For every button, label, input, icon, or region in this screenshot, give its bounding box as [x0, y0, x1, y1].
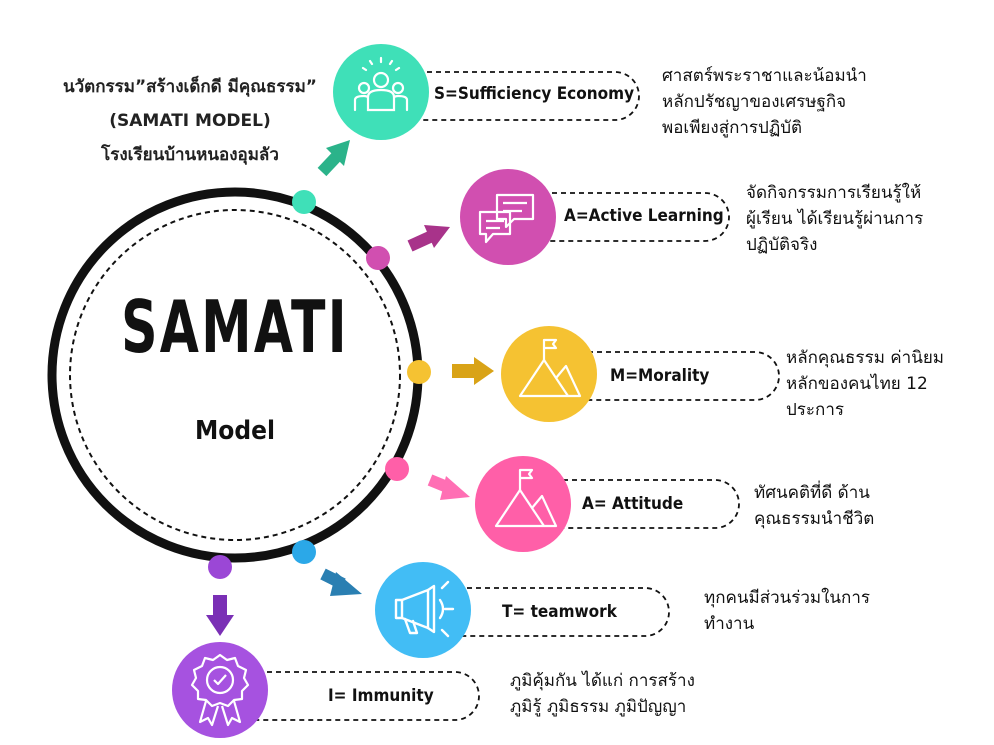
pill-i: [240, 671, 480, 721]
chat-bubbles-icon: [478, 193, 535, 244]
circle-a1: [460, 169, 556, 265]
desc-line: หลักคุณธรรม ค่านิยม: [786, 348, 945, 368]
header-line-2: (SAMATI MODEL): [109, 111, 271, 131]
pill-t: [440, 587, 670, 637]
desc-line: ผู้เรียน ได้เรียนรู้ผ่านการ: [746, 209, 924, 229]
desc-active-learning: จัดกิจกรรมการเรียนรู้ให้ ผู้เรียน ได้เรี…: [746, 180, 923, 258]
desc-immunity: ภูมิคุ้มกัน ได้แก่ การสร้าง ภูมิรู้ ภูมิ…: [510, 668, 695, 720]
award-badge-icon: [190, 653, 250, 727]
label-morality: M=Morality: [610, 366, 710, 386]
circle-i: [172, 642, 268, 738]
arrow-a2: [427, 474, 470, 500]
label-active-learning: A=Active Learning: [564, 206, 724, 226]
inner-dashed-ring: [69, 209, 401, 541]
dot-m: [407, 360, 431, 384]
desc-line: ประการ: [786, 400, 845, 420]
header-line-1: นวัตกรรม”สร้างเด็กดี มีคุณธรรม”: [63, 77, 317, 97]
desc-sufficiency-economy: ศาสตร์พระราชาและน้อมนำ หลักปรัชญาของเศรษ…: [662, 63, 867, 141]
arrow-m: [452, 357, 494, 385]
dot-i: [208, 555, 232, 579]
label-immunity: I= Immunity: [328, 686, 434, 706]
dot-t: [292, 540, 316, 564]
header-line-3: โรงเรียนบ้านหนองอุมลัว: [101, 145, 279, 165]
arrow-t: [320, 568, 362, 596]
outer-ring: [47, 187, 423, 563]
mountain-flag-icon: [494, 468, 558, 528]
desc-line: หลักของคนไทย 12: [786, 374, 928, 394]
megaphone-icon: [394, 580, 455, 638]
center-subtitle: Model: [195, 416, 275, 446]
label-sufficiency-economy: S=Sufficiency Economy: [434, 84, 635, 104]
desc-line: คุณธรรมนำชีวิต: [754, 509, 875, 529]
circle-a2: [475, 456, 571, 552]
arrow-i: [206, 595, 234, 636]
label-attitude: A= Attitude: [582, 494, 684, 514]
pill-s: [400, 71, 640, 121]
header-title-block: นวัตกรรม”สร้างเด็กดี มีคุณธรรม” (SAMATI …: [20, 70, 360, 172]
desc-teamwork: ทุกคนมีส่วนร่วมในการ ทำงาน: [704, 585, 870, 637]
dot-a1: [366, 246, 390, 270]
desc-line: ทุกคนมีส่วนร่วมในการ: [704, 588, 871, 608]
desc-line: ปฏิบัติจริง: [746, 235, 818, 255]
desc-morality: หลักคุณธรรม ค่านิยม หลักของคนไทย 12 ประก…: [786, 345, 944, 423]
pill-a2: [545, 479, 740, 529]
circle-t: [375, 562, 471, 658]
circle-m: [501, 326, 597, 422]
dot-a2: [385, 457, 409, 481]
desc-line: ทัศนคติที่ดี ด้าน: [754, 483, 870, 503]
desc-line: หลักปรัชญาของเศรษฐกิจ: [662, 92, 847, 112]
circle-s: [333, 44, 429, 140]
dot-s: [292, 190, 316, 214]
desc-line: ภูมิคุ้มกัน ได้แก่ การสร้าง: [510, 671, 695, 691]
desc-line: ภูมิรู้ ภูมิธรรม ภูมิปัญญา: [510, 697, 687, 717]
desc-line: พอเพียงสู่การปฏิบัติ: [662, 118, 803, 138]
arrow-s: [317, 140, 350, 177]
desc-line: ศาสตร์พระราชาและน้อมนำ: [662, 66, 867, 86]
desc-line: ทำงาน: [704, 614, 755, 634]
people-group-icon: [353, 56, 409, 112]
pill-a1: [525, 192, 730, 242]
desc-attitude: ทัศนคติที่ดี ด้าน คุณธรรมนำชีวิต: [754, 480, 874, 532]
label-teamwork: T= teamwork: [502, 602, 617, 622]
center-title: SAMATI: [121, 285, 349, 369]
mountain-flag-icon: [518, 338, 582, 398]
arrow-a1: [407, 225, 450, 252]
pill-m: [570, 351, 780, 401]
desc-line: จัดกิจกรรมการเรียนรู้ให้: [746, 183, 922, 203]
